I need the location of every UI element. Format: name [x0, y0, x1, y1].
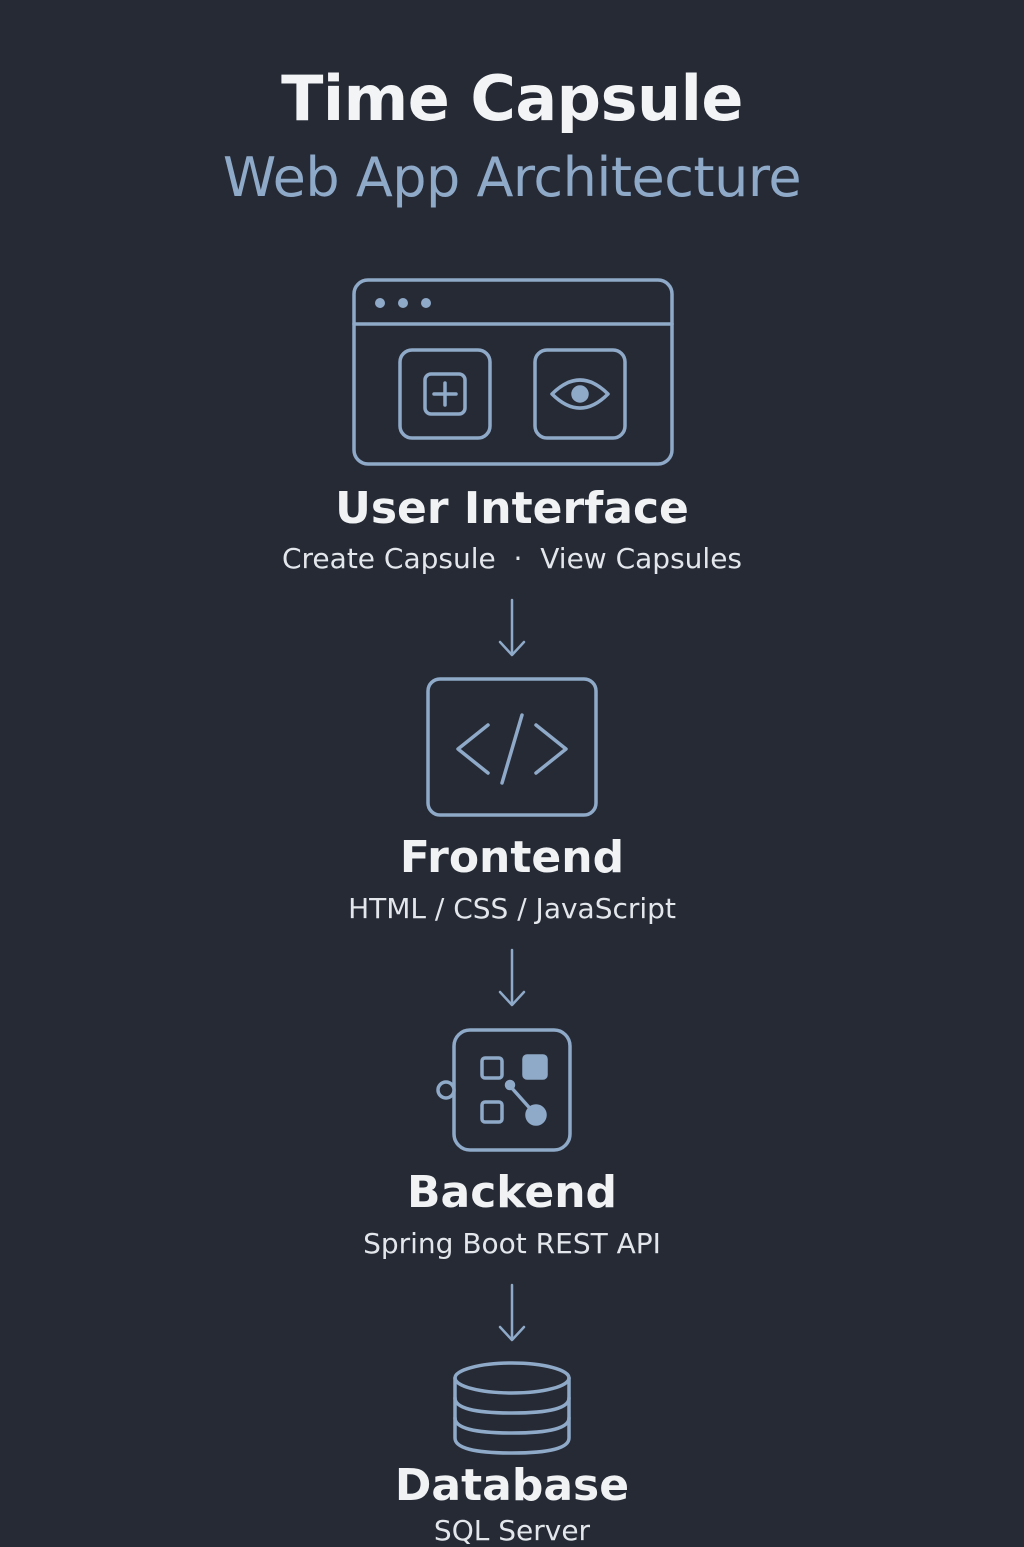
eye-icon	[533, 348, 627, 440]
layer-title-database: Database	[394, 1460, 630, 1511]
layer-title-frontend: Frontend	[399, 832, 625, 883]
add-capsule-icon	[398, 348, 492, 440]
page-title: Time Capsule	[281, 62, 743, 135]
database-icon	[452, 1360, 572, 1456]
code-brackets-icon	[426, 677, 598, 817]
arrow-down-icon	[497, 598, 527, 664]
arrow-down-icon	[497, 1283, 527, 1349]
arrow-down-icon	[497, 948, 527, 1014]
layer-subtitle-frontend: HTML / CSS / JavaScript	[348, 892, 676, 925]
layer-title-user-interface: User Interface	[335, 483, 689, 534]
page-subtitle: Web App Architecture	[222, 146, 802, 209]
layer-subtitle-database: SQL Server	[433, 1514, 591, 1547]
layer-subtitle-user-interface: Create Capsule · View Capsules	[281, 542, 743, 575]
browser-window-icon	[352, 278, 674, 468]
layer-title-backend: Backend	[406, 1167, 618, 1218]
api-module-icon	[436, 1028, 574, 1154]
layer-subtitle-backend: Spring Boot REST API	[363, 1227, 661, 1260]
